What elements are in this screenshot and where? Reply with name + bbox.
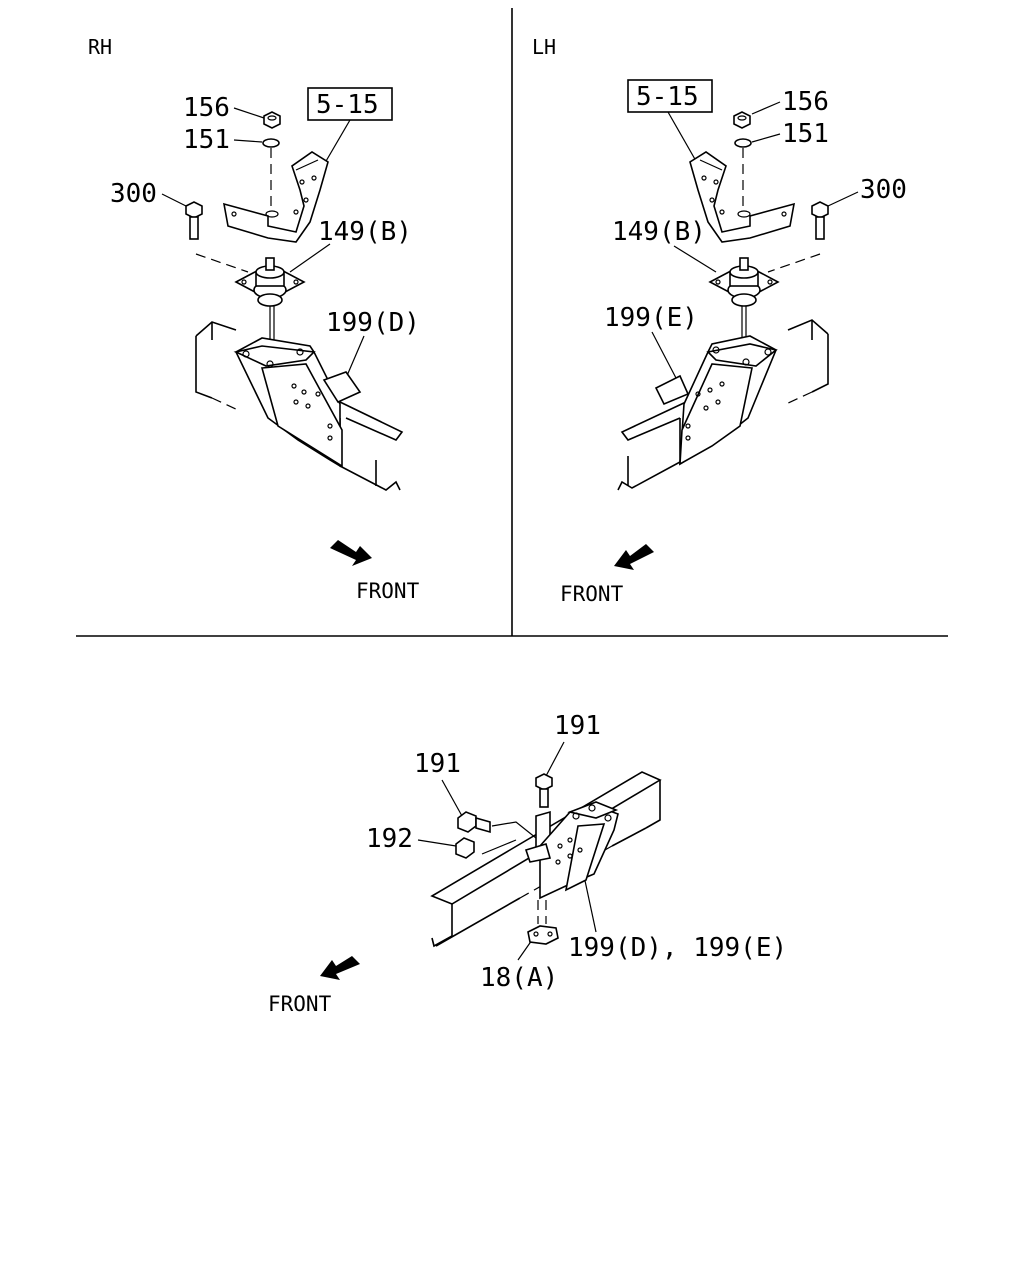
rh-bolt-part (185, 201, 203, 240)
rh-engine-bracket (222, 151, 329, 243)
bottom-plate-part (527, 925, 559, 945)
lh-bolt-part (811, 201, 829, 240)
bottom-label-nut: 192 (366, 824, 413, 854)
lh-rubber-mount (708, 257, 780, 307)
rh-front-label: FRONT (356, 579, 420, 603)
lh-washer-part (734, 138, 752, 148)
lh-frame-bracket (654, 335, 778, 466)
rh-ref-box-label: 5-15 (316, 90, 379, 120)
lh-nut-part (733, 111, 751, 129)
rh-front-arrow-icon (330, 540, 372, 566)
lh-panel: LH 5-15 156 151 300 149(B) 199(E) (532, 35, 907, 606)
lh-ref-box-label: 5-15 (636, 82, 699, 112)
rh-frame-bracket (233, 337, 362, 468)
rh-label-washer: 151 (183, 125, 230, 155)
lh-front-arrow-icon (614, 544, 654, 570)
bottom-frame-bracket (524, 801, 619, 900)
rh-label-mount: 149(B) (318, 217, 412, 247)
bottom-front-arrow-icon (320, 956, 360, 980)
bottom-panel: 191 191 192 199(D), 199(E) 18(A) (268, 711, 787, 1016)
rh-ref-leader (321, 119, 351, 169)
bottom-label-bracket: 199(D), 199(E) (568, 933, 787, 963)
rh-panel: RH 5-15 156 151 300 149(B) 199(D) (88, 35, 420, 603)
bottom-label-plate: 18(A) (480, 963, 558, 993)
lh-label-washer: 151 (782, 119, 829, 149)
lh-engine-bracket (689, 151, 796, 243)
rh-label-nut: 156 (183, 93, 230, 123)
lh-front-label: FRONT (560, 582, 624, 606)
lh-ref-box (627, 79, 713, 113)
bottom-label-bolt-top: 191 (554, 711, 601, 741)
rh-label-bolt: 300 (110, 179, 157, 209)
lh-label-mount: 149(B) (612, 217, 706, 247)
bottom-bolt-side-part (457, 811, 491, 834)
lh-frame-rail (617, 319, 829, 491)
bottom-front-label: FRONT (268, 992, 332, 1016)
rh-nut-part (263, 111, 281, 129)
lh-label-bolt: 300 (860, 175, 907, 205)
rh-side-label: RH (88, 35, 112, 59)
rh-label-bracket: 199(D) (326, 308, 420, 338)
bottom-nut-part (455, 837, 475, 859)
bottom-label-bolt-side: 191 (414, 749, 461, 779)
lh-side-label: LH (532, 35, 556, 59)
rh-rubber-mount (234, 257, 306, 307)
rh-washer-part (262, 138, 280, 148)
lh-label-bracket: 199(E) (604, 303, 698, 333)
bottom-bolt-top-part (535, 773, 553, 808)
lh-label-nut: 156 (782, 87, 829, 117)
